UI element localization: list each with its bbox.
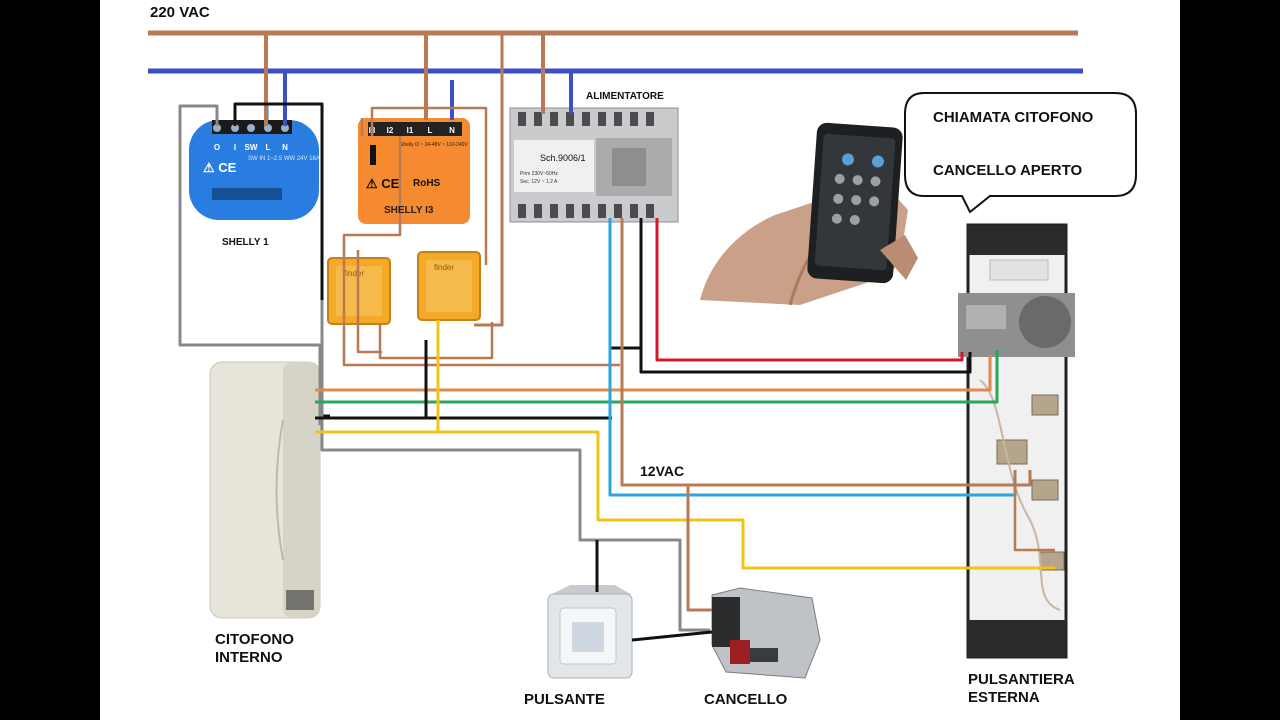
svg-text:finder: finder xyxy=(434,263,454,272)
low-voltage-label: 12VAC xyxy=(640,463,685,479)
wire-black-bus xyxy=(315,340,612,420)
wire-green-bus xyxy=(315,350,999,404)
shelly-i3-label: SHELLY I3 xyxy=(384,205,434,216)
shelly-i3-terminal-1: I2 xyxy=(387,126,394,135)
svg-text:⚠ CE: ⚠ CE xyxy=(366,176,400,191)
shelly-i3-terminal-3: L xyxy=(428,126,433,135)
gate-label: CANCELLO xyxy=(704,691,788,708)
push-button-device xyxy=(547,585,633,679)
shelly-i3-terminal-2: I1 xyxy=(407,126,414,135)
wire-brown-relay-link xyxy=(378,322,494,360)
svg-text:RoHS: RoHS xyxy=(413,178,441,189)
svg-text:finder: finder xyxy=(344,269,364,278)
svg-text:Prim 230V~50Hz: Prim 230V~50Hz xyxy=(520,171,558,177)
wire-orange-bus xyxy=(315,355,992,392)
shelly-1-device: O I SW L N ⚠ CE SW IN 1~2.5 WW 24V 16A xyxy=(189,104,320,220)
wire-brown-drop-3 xyxy=(474,33,504,327)
wire-black-button-gate xyxy=(595,540,713,642)
shelly-i3-terminal-4: N xyxy=(449,126,455,135)
bubble-line-1: CHIAMATA CITOFONO xyxy=(933,109,1094,126)
wire-brown-i3-loop-1 xyxy=(370,106,488,265)
wire-brown-i3-loop-3 xyxy=(356,118,382,354)
wire-brown-to-gate xyxy=(686,485,712,612)
power-supply-label: ALIMENTATORE xyxy=(586,91,664,102)
svg-text:Sec. 12V ~ 1.2 A: Sec. 12V ~ 1.2 A xyxy=(520,179,558,185)
shelly-1-terminal-3: L xyxy=(266,143,271,152)
svg-text:SW IN 1~2.5 WW 24V 16A: SW IN 1~2.5 WW 24V 16A xyxy=(248,156,320,162)
power-supply: Prim 230V~50Hz Sec. 12V ~ 1.2 A xyxy=(509,107,679,223)
shelly-1-terminal-0: O xyxy=(214,143,220,152)
push-button-label: PULSANTE xyxy=(524,691,605,708)
svg-text:Shelly i3 ~ 24-48V ~ 110-240V: Shelly i3 ~ 24-48V ~ 110-240V xyxy=(400,142,468,148)
intercom-handset xyxy=(209,361,321,619)
outdoor-panel xyxy=(958,223,1075,659)
wire-grey-to-button xyxy=(320,300,710,632)
wire-yellow-bus xyxy=(315,430,1055,570)
wire-red-supply xyxy=(655,218,964,362)
panel-audio-module xyxy=(958,293,1075,357)
wire-grey-shelly1 xyxy=(178,104,322,425)
relay-2: finder xyxy=(417,251,481,321)
wires xyxy=(178,33,1055,642)
wire-black-supply xyxy=(639,218,972,374)
shelly-1-terminal-1: I xyxy=(234,143,236,152)
smartphone-hand xyxy=(700,122,918,306)
shelly-1-label: SHELLY 1 xyxy=(222,237,269,248)
power-supply-model: Sch.9006/1 xyxy=(540,153,586,163)
bubble-line-2: CANCELLO APERTO xyxy=(933,162,1083,179)
intercom-label: CITOFONO INTERNO xyxy=(215,631,294,666)
svg-text:⚠ CE: ⚠ CE xyxy=(203,160,237,175)
gate-lock-device xyxy=(711,587,821,679)
mains-voltage-label: 220 VAC xyxy=(150,4,210,21)
outdoor-panel-label: PULSANTIERA ESTERNA xyxy=(968,671,1075,706)
wire-brown-panel xyxy=(1013,470,1055,552)
wire-brown-12vac xyxy=(620,218,1032,487)
shelly-1-terminal-labels: O I SW L N xyxy=(214,143,288,152)
shelly-1-terminal-4: N xyxy=(282,143,288,152)
wire-black-shelly1 xyxy=(233,102,330,418)
speech-bubble xyxy=(904,92,1137,214)
shelly-1-terminal-2: SW xyxy=(245,143,258,152)
wire-brown-i3-loop-2 xyxy=(342,136,620,367)
